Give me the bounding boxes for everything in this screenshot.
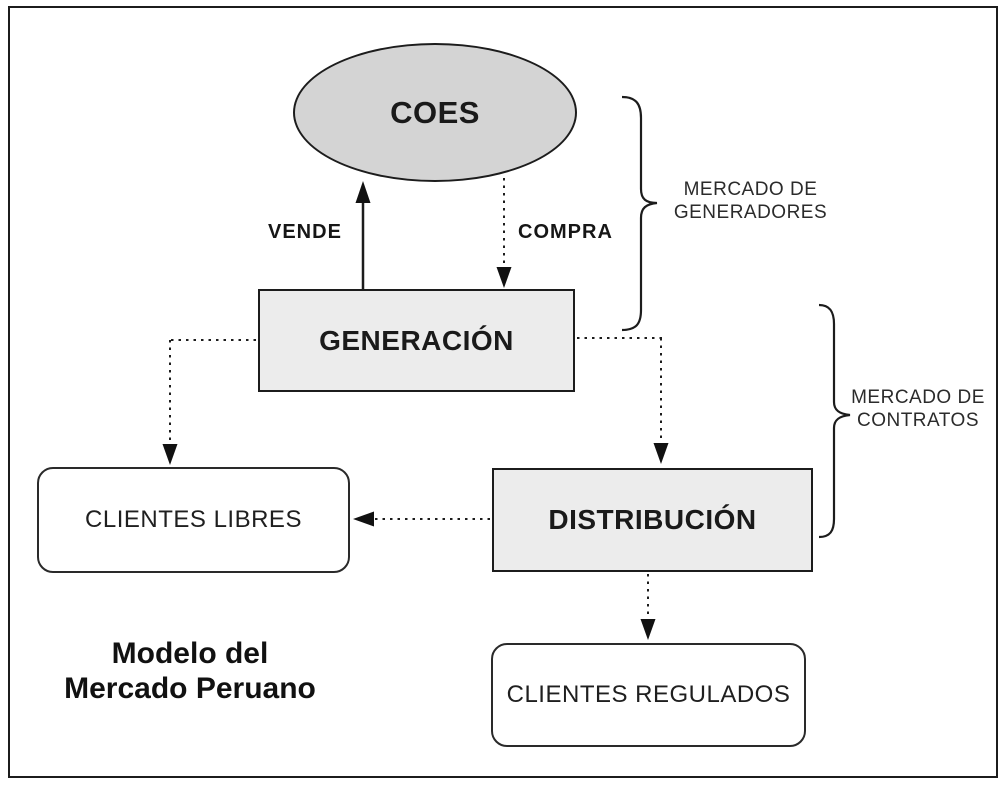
node-clientes-libres-label: CLIENTES LIBRES xyxy=(85,506,302,533)
node-distribucion: DISTRIBUCIÓN xyxy=(492,468,813,572)
market-contratos-line1: MERCADO DE xyxy=(851,387,985,408)
caption-line2: Mercado Peruano xyxy=(64,672,316,705)
market-label-generadores: MERCADO DE GENERADORES xyxy=(668,178,833,224)
caption-line1: Modelo del xyxy=(111,637,269,670)
diagram-caption: Modelo del Mercado Peruano xyxy=(40,636,340,706)
node-coes: COES xyxy=(293,43,577,182)
node-clientes-regulados: CLIENTES REGULADOS xyxy=(491,643,806,747)
edge-label-compra: COMPRA xyxy=(518,221,613,243)
market-generadores-line2: GENERADORES xyxy=(673,202,828,223)
market-contratos-line2: CONTRATOS xyxy=(856,410,980,431)
market-generadores-line1: MERCADO DE xyxy=(683,179,818,200)
edge-label-vende: VENDE xyxy=(268,221,342,243)
node-clientes-regulados-label: CLIENTES REGULADOS xyxy=(506,681,791,708)
node-coes-label: COES xyxy=(390,94,480,130)
market-label-contratos: MERCADO DE CONTRATOS xyxy=(848,386,988,432)
node-distribucion-label: DISTRIBUCIÓN xyxy=(548,504,757,535)
node-clientes-libres: CLIENTES LIBRES xyxy=(37,467,350,573)
node-generacion-label: GENERACIÓN xyxy=(319,324,514,356)
node-generacion: GENERACIÓN xyxy=(258,289,575,392)
